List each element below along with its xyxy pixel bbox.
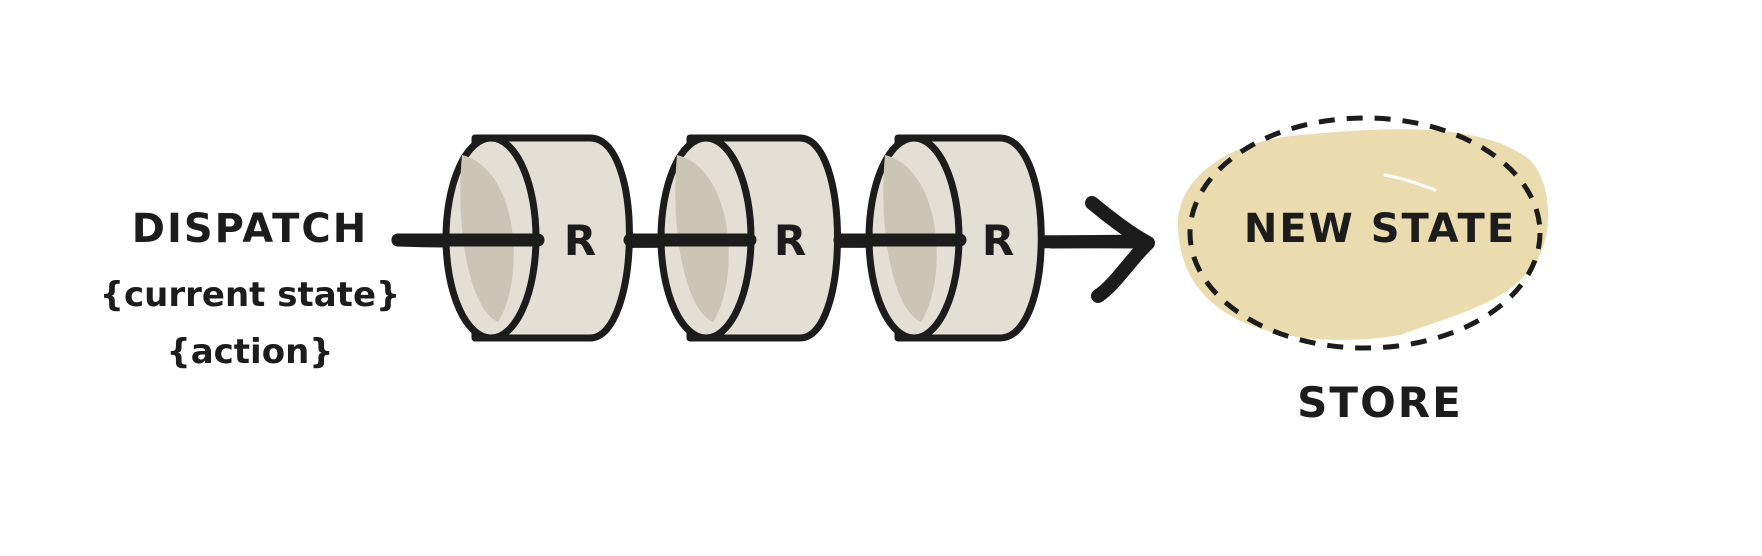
action-label: {action} <box>166 332 334 372</box>
reducer-label: R <box>564 216 596 265</box>
reducer-label: R <box>774 216 806 265</box>
store-label: STORE <box>1297 378 1463 427</box>
current-state-label: {current state} <box>99 275 401 315</box>
new-state-label: NEW STATE <box>1243 206 1517 252</box>
new-state-blob <box>1177 115 1549 351</box>
reducer-label: R <box>982 216 1014 265</box>
dispatch-label: DISPATCH <box>131 206 369 252</box>
reducer-cylinder: R <box>833 134 1045 342</box>
reducer-cylinder: R <box>391 134 633 342</box>
reducer-cylinder: R <box>623 134 841 342</box>
arrow-head <box>1085 196 1155 303</box>
